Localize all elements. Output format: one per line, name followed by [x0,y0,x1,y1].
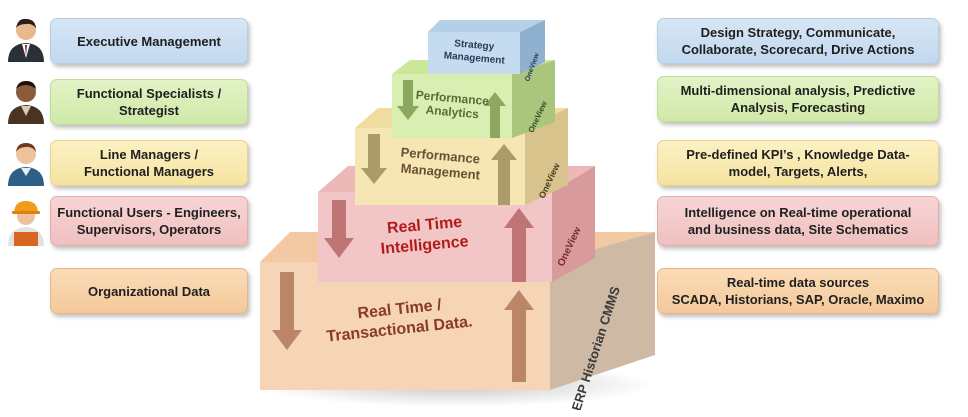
right-box-analytics: Multi-dimensional analysis, Predictive A… [657,76,939,122]
left-box-line-managers: Line Managers / Functional Managers [50,140,248,186]
left-box-functional-users: Functional Users - Engineers, Supervisor… [50,196,248,246]
right-box-kpis: Pre-defined KPI’s , Knowledge Data- mode… [657,140,939,186]
pyramid-diagram: Real Time / Transactional Data. ERP Hist… [255,20,655,410]
tier-analytics-line1: Performance [415,88,490,108]
right-box-strategy: Design Strategy, Communicate, Collaborat… [657,18,939,64]
tier-strategy-line1: Strategy [454,38,495,52]
tier-intelligence-line1: Real Time [386,214,463,238]
tier-strategy-management: Strategy Management OneView [428,20,545,83]
right-box-intelligence: Intelligence on Real-time operational an… [657,196,939,246]
tier-strategy-line2: Management [443,50,506,66]
left-box-specialists: Functional Specialists / Strategist [50,79,248,125]
executive-icon [8,18,44,62]
manager-icon [8,143,44,186]
left-box-executive: Executive Management [50,18,248,64]
right-box-data-sources: Real-time data sources SCADA, Historians… [657,268,939,314]
tier-analytics-line2: Analytics [425,103,480,122]
engineer-icon [8,201,44,246]
tier-perf-mgmt-line1: Performance [400,145,480,167]
specialist-icon [8,81,44,124]
tier-perf-mgmt-line2: Management [400,161,481,183]
left-box-organizational-data: Organizational Data [50,268,248,314]
